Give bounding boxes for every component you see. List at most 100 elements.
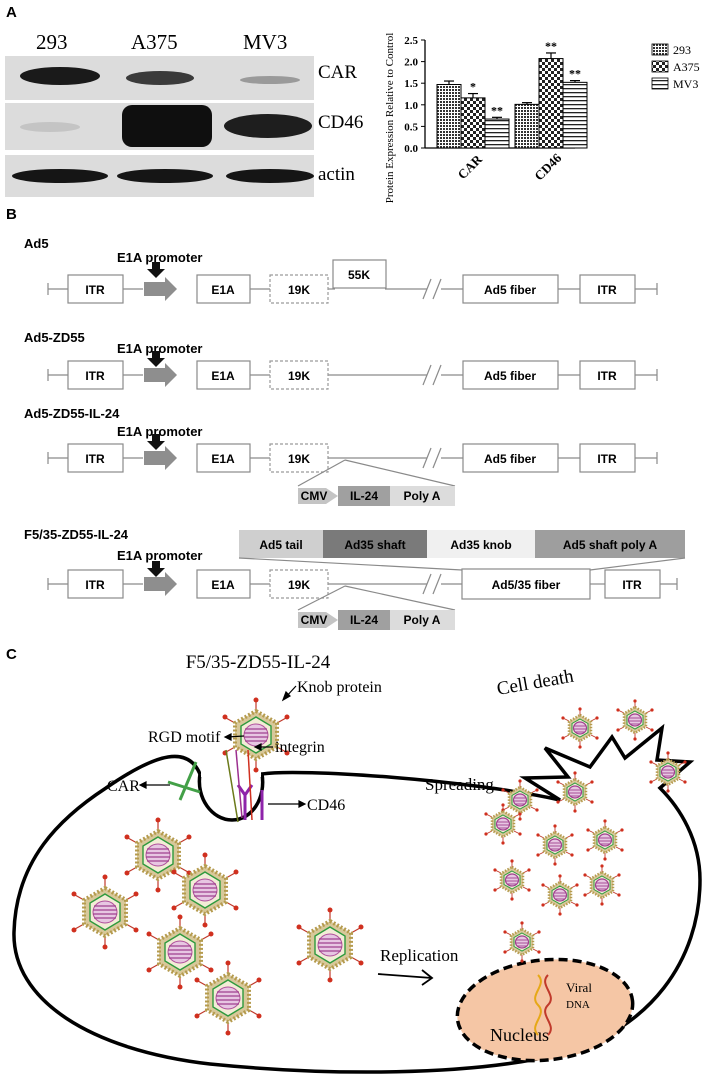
svg-text:Poly A: Poly A xyxy=(404,489,441,503)
panel-b-letter: B xyxy=(6,206,17,223)
ad5-35-fiber-box xyxy=(461,568,591,600)
down-arrow-icon xyxy=(147,561,165,577)
down-arrow-icon xyxy=(147,262,165,278)
legend-label: 293 xyxy=(673,43,691,57)
legend-label: MV3 xyxy=(673,77,698,91)
svg-text:ITR: ITR xyxy=(85,452,105,466)
virion-intracellular xyxy=(294,905,366,985)
construct-name-ad5-zd55: Ad5-ZD55 xyxy=(24,330,85,345)
label-dna: DNA xyxy=(566,999,590,1011)
bar-cd46-293 xyxy=(514,103,540,149)
lane-label-a375: A375 xyxy=(131,30,178,54)
e1a-ad5 xyxy=(196,274,251,304)
blot-strip-car xyxy=(5,56,314,100)
cmv-arrow xyxy=(298,488,338,504)
virion-released xyxy=(502,920,542,964)
significance-mark: ** xyxy=(491,103,503,117)
lane-label-293: 293 xyxy=(36,30,68,54)
y-tick-label: 1.0 xyxy=(404,100,418,112)
svg-text:Ad5 fiber: Ad5 fiber xyxy=(484,283,536,297)
genome-maps: ITR E1A 19K 55K Ad5 fiber ITR ITR E1A 19… xyxy=(47,259,686,630)
blot-label-car: CAR xyxy=(318,62,358,83)
svg-text:Poly A: Poly A xyxy=(404,613,441,627)
promoter-label-1: E1A promoter xyxy=(117,250,203,265)
infection-schematic: F5/35-ZD55-IL-24 Knob protein RGD motif … xyxy=(12,652,702,1074)
svg-text:CMV: CMV xyxy=(301,613,328,627)
construct-name-ad5: Ad5 xyxy=(24,236,49,251)
label-nucleus: Nucleus xyxy=(490,1025,549,1045)
lane-label-mv3: MV3 xyxy=(243,30,288,54)
entering-virion xyxy=(220,695,292,775)
blot-bands-actin xyxy=(12,169,314,183)
label-cell-death: Cell death xyxy=(495,666,576,700)
svg-text:ITR: ITR xyxy=(85,283,105,297)
bar-cd46-a375 xyxy=(538,58,564,149)
svg-text:Ad5 fiber: Ad5 fiber xyxy=(484,452,536,466)
promoter-label-4: E1A promoter xyxy=(117,548,203,563)
svg-text:ITR: ITR xyxy=(597,452,617,466)
legend-swatch xyxy=(651,60,669,73)
svg-text:19K: 19K xyxy=(288,283,310,297)
panel-c-letter: C xyxy=(6,646,17,663)
bar-car-a375 xyxy=(460,97,486,149)
construct-map-ad5-zd55-il24: ITR E1A 19K Ad5 fiber ITR CMV IL-24 Poly… xyxy=(47,434,658,506)
virion-released xyxy=(585,818,625,862)
cell-membrane xyxy=(12,723,702,1074)
significance-mark: ** xyxy=(545,39,557,53)
x-category-label: CAR xyxy=(455,151,486,182)
virion-released xyxy=(492,858,532,902)
promoter-label-2: E1A promoter xyxy=(117,341,203,356)
x-category-label: CD46 xyxy=(531,150,564,183)
blot-strip-actin xyxy=(5,155,314,197)
label-viral: Viral xyxy=(566,980,592,995)
svg-text:Ad35 knob: Ad35 knob xyxy=(450,538,511,552)
il24-box xyxy=(338,486,390,506)
virion-intracellular xyxy=(69,872,141,952)
virion-released xyxy=(540,873,580,917)
svg-text:E1A: E1A xyxy=(211,578,235,592)
chart-ylabel: Protein Expression Relative to Control xyxy=(384,33,396,203)
label-car: CAR xyxy=(107,778,140,795)
svg-text:E1A: E1A xyxy=(211,452,235,466)
virion-released xyxy=(560,706,600,750)
virion-intracellular xyxy=(122,815,194,895)
band-car-a375 xyxy=(126,71,194,85)
blot-strip-cd46 xyxy=(5,103,314,150)
polya-box xyxy=(390,486,455,506)
ad5-fiber-ad5 xyxy=(462,274,559,304)
itr-left-ad5 xyxy=(67,274,124,304)
car-receptor xyxy=(167,761,201,801)
band-actin-mv3 xyxy=(226,169,314,183)
fiber-seg-ad35-knob xyxy=(427,530,535,558)
55k-ad5 xyxy=(332,259,387,289)
blot-label-cd46: CD46 xyxy=(318,112,364,133)
svg-text:19K: 19K xyxy=(288,369,310,383)
construct-map-f5-35: Ad5 tail Ad35 shaft Ad35 knob Ad5 shaft … xyxy=(47,530,686,630)
svg-text:Ad5/35 fiber: Ad5/35 fiber xyxy=(492,578,561,592)
label-integrin: integrin xyxy=(275,739,325,756)
construct-map-ad5-zd55: ITR E1A 19K Ad5 fiber ITR xyxy=(47,351,658,390)
svg-text:Ad35 shaft: Ad35 shaft xyxy=(344,538,405,552)
legend-swatch xyxy=(651,43,669,56)
svg-text:55K: 55K xyxy=(348,268,370,282)
svg-text:E1A: E1A xyxy=(211,283,235,297)
significance-mark: * xyxy=(470,80,476,94)
virion-released xyxy=(535,823,575,867)
label-cd46: CD46 xyxy=(307,797,345,814)
y-tick-label: 2.0 xyxy=(404,57,418,69)
y-tick-label: 0.5 xyxy=(404,121,418,133)
itr-right-ad5 xyxy=(579,274,636,304)
label-replication: Replication xyxy=(380,946,459,965)
down-arrow-icon xyxy=(147,351,165,367)
label-rgd-motif: RGD motif xyxy=(148,729,221,746)
integrin xyxy=(225,749,253,823)
expression-bar-chart: 0.00.51.01.52.02.5 ***CAR****CD46 293A37… xyxy=(384,33,700,203)
y-tick-label: 2.5 xyxy=(404,35,418,47)
svg-text:IL-24: IL-24 xyxy=(350,489,378,503)
band-actin-a375 xyxy=(117,169,213,183)
bar-car-293 xyxy=(436,83,462,149)
blot-label-actin: actin xyxy=(318,164,355,185)
significance-mark: ** xyxy=(569,67,581,81)
svg-text:CMV: CMV xyxy=(301,489,328,503)
band-car-293 xyxy=(20,67,100,85)
